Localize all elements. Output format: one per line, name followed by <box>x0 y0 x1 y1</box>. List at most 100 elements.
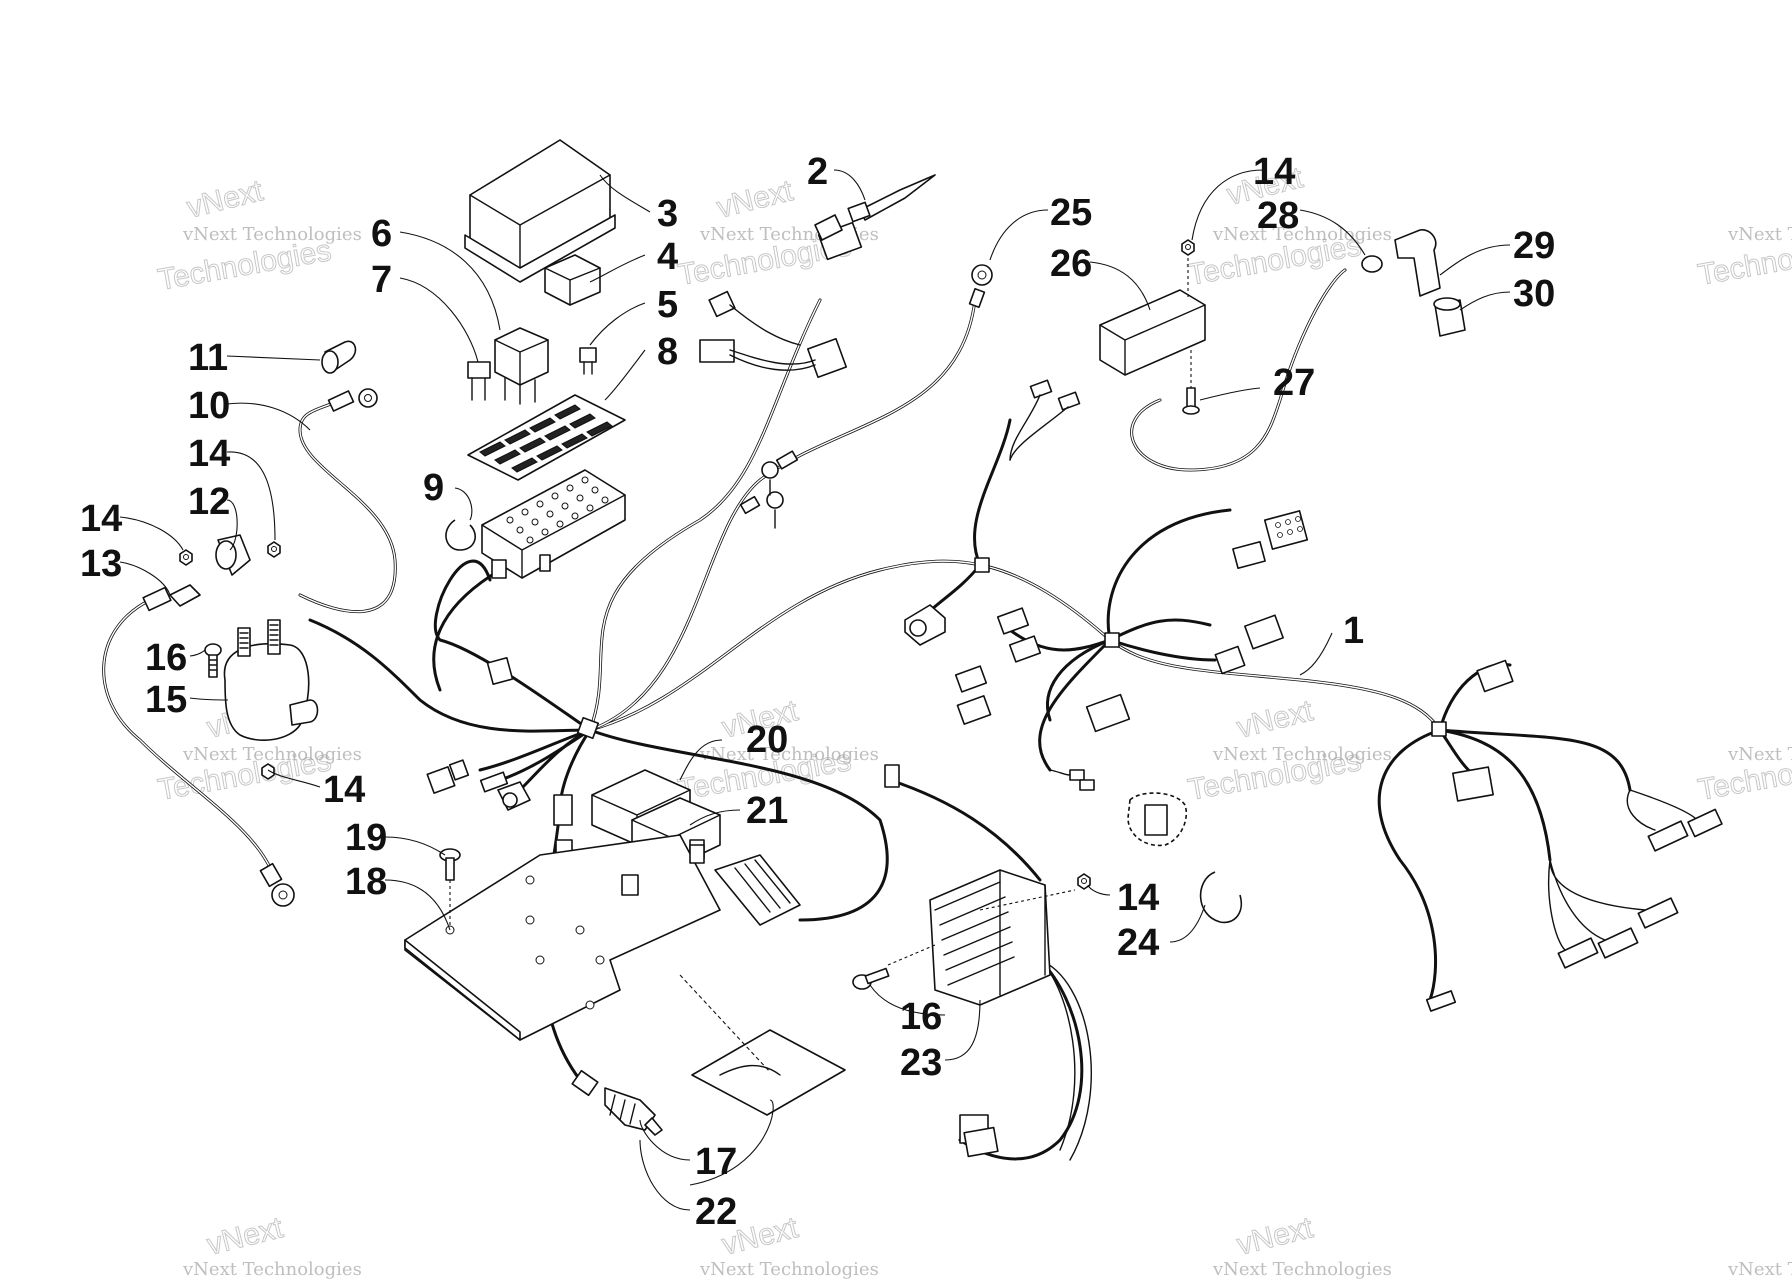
svg-text:vNext: vNext <box>1234 1211 1317 1262</box>
watermark: vNext Technologies Technologies <box>1695 224 1792 292</box>
terminal-boot-11 <box>321 340 357 374</box>
voltage-regulator <box>929 869 1051 1006</box>
svg-text:vNext Technologies: vNext Technologies <box>182 744 362 765</box>
wire-end-bullet <box>1425 990 1457 1012</box>
callout-28: 28 <box>1257 195 1299 237</box>
svg-text:vNext: vNext <box>204 1211 287 1262</box>
svg-text:vNext Technologies: vNext Technologies <box>182 224 362 245</box>
watermark: vNext vNext Technologies Technologies <box>675 174 879 293</box>
callout-8: 8 <box>657 331 678 373</box>
callout-11: 11 <box>188 337 228 379</box>
callout-14: 14 <box>1253 151 1295 193</box>
terminal-boot-12 <box>215 534 251 576</box>
relay-small <box>544 254 601 306</box>
ring-terminal-25 <box>968 264 993 309</box>
callout-29: 29 <box>1513 225 1555 267</box>
callout-22: 22 <box>695 1191 737 1233</box>
watermark: vNext Technologies Technologies <box>1695 743 1792 807</box>
svg-text:vNext Technologies: vNext Technologies <box>1212 744 1392 765</box>
connector-plug <box>904 604 946 646</box>
callout-6: 6 <box>371 213 392 255</box>
callout-16: 16 <box>900 996 942 1038</box>
callout-12: 12 <box>188 481 230 523</box>
watermark: vNext vNext Technologies <box>182 1211 362 1280</box>
callout-10: 10 <box>188 385 230 427</box>
svg-text:vNext: vNext <box>1234 694 1317 745</box>
fuse-box-base <box>481 469 626 579</box>
callout-1: 1 <box>1343 610 1364 652</box>
callout-27: 27 <box>1273 362 1315 404</box>
svg-text:vNext Technologies: vNext Technologies <box>699 1259 879 1280</box>
callout-23: 23 <box>900 1042 942 1084</box>
decal-sheet <box>679 974 846 1116</box>
battery-ground-terminal <box>259 862 295 907</box>
plug-cap <box>1361 255 1383 273</box>
blade-fuse-5 <box>579 347 597 375</box>
retaining-clip <box>445 519 476 551</box>
callout-20: 20 <box>746 719 788 761</box>
callout-21: 21 <box>746 790 788 832</box>
callout-4: 4 <box>657 236 678 278</box>
starter-solenoid <box>223 619 319 741</box>
callout-16: 16 <box>145 637 187 679</box>
connector-group-upper <box>699 214 863 379</box>
bolt-27 <box>1182 350 1200 415</box>
connector-plug <box>479 771 509 793</box>
boot-cap <box>1433 297 1466 337</box>
fuse-label-decal <box>467 394 626 481</box>
callout-3: 3 <box>657 193 678 235</box>
svg-text:vNext Technologies: vNext Technologies <box>699 744 879 765</box>
watermark: vNext vNext Technologies Technologies <box>155 174 362 298</box>
connector-plug <box>497 781 531 811</box>
callout-15: 15 <box>145 679 187 721</box>
bullet-connectors <box>1009 379 1081 461</box>
svg-text:vNext Technologies: vNext Technologies <box>1727 1259 1792 1280</box>
svg-text:vNext Technologies: vNext Technologies <box>182 1259 362 1280</box>
callout-14: 14 <box>188 433 230 475</box>
ground-eyelet <box>739 450 799 529</box>
connector-plug <box>954 607 1131 733</box>
mounting-plate <box>404 834 721 1041</box>
indicator-lamp <box>1127 792 1187 847</box>
nut <box>1181 239 1195 256</box>
svg-text:vNext: vNext <box>714 174 797 225</box>
connector-plug <box>1049 769 1095 791</box>
relay <box>494 327 549 405</box>
temperature-probe <box>847 174 936 223</box>
callout-17: 17 <box>695 1141 737 1183</box>
callout-13: 13 <box>80 543 122 585</box>
callout-18: 18 <box>345 861 387 903</box>
clip-ring <box>1199 871 1242 924</box>
battery-cable-terminal <box>327 388 378 412</box>
connector-plug <box>1452 659 1723 969</box>
nut <box>261 763 275 780</box>
connector-plug <box>486 656 514 686</box>
callout-19: 19 <box>345 817 387 859</box>
ignition-module <box>1099 258 1206 376</box>
callout-14: 14 <box>323 769 365 811</box>
connector-plug <box>426 759 470 794</box>
nut <box>179 549 193 566</box>
watermark: vNext vNext Technologies <box>1212 1211 1392 1280</box>
svg-text:vNext Technologies: vNext Technologies <box>1727 744 1792 765</box>
multi-pin-connector <box>1232 510 1309 570</box>
callout-14: 14 <box>1117 877 1159 919</box>
callout-30: 30 <box>1513 273 1555 315</box>
harness-connector <box>714 854 801 926</box>
callout-25: 25 <box>1050 192 1092 234</box>
watermark: vNext vNext Technologies Technologies <box>1185 694 1392 808</box>
regulator-connector <box>884 764 999 1158</box>
leader-lines <box>119 169 1511 1211</box>
callout-14: 14 <box>80 498 122 540</box>
svg-text:vNext Technologies: vNext Technologies <box>1212 224 1392 245</box>
push-rivet <box>439 848 461 925</box>
watermark: vNext Technologies <box>1727 1259 1792 1280</box>
callout-2: 2 <box>807 151 828 193</box>
svg-text:vNext Technologies: vNext Technologies <box>1212 1259 1392 1280</box>
svg-text:vNext Technologies: vNext Technologies <box>1727 224 1792 245</box>
callout-24: 24 <box>1117 922 1159 964</box>
sensor-22 <box>571 1069 663 1136</box>
ring-terminal <box>142 584 201 612</box>
svg-text:vNext: vNext <box>184 174 267 225</box>
